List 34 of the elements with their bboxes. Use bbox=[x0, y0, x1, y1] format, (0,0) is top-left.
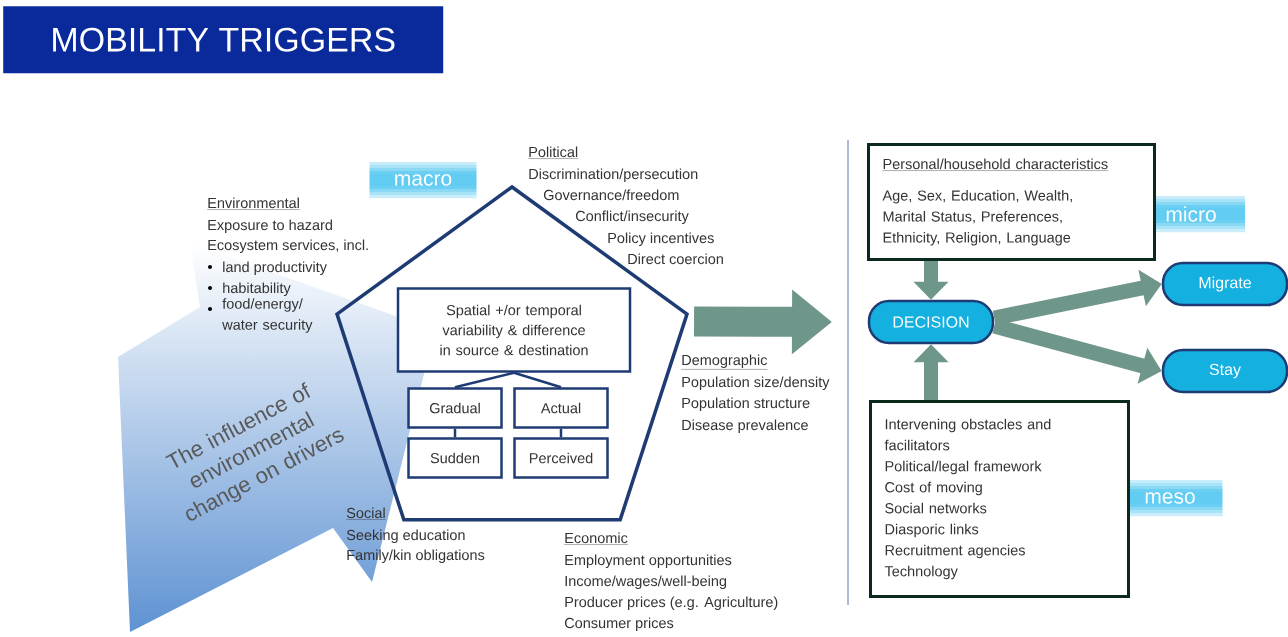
factor-box: Perceived bbox=[513, 437, 609, 479]
factor-list-box: Intervening obstacles and facilitators Political/legal framework Cost of moving Social networks Diasporic links Recruitment agencies Technology bbox=[869, 400, 1130, 598]
heading: Demographic bbox=[681, 354, 768, 370]
heading: Political bbox=[528, 146, 579, 159]
list-item: Disease prevalence bbox=[682, 419, 808, 433]
list-item: Population size/density bbox=[682, 376, 830, 390]
outcome-pill: Migrate bbox=[1161, 261, 1288, 307]
factor-box: Spatial +/or temporal variability & difference in source & destination bbox=[396, 287, 632, 373]
heading: Social bbox=[346, 507, 386, 520]
factor-box: Actual bbox=[513, 387, 609, 429]
list-item: Income/wages/well-being bbox=[565, 575, 727, 589]
list-item: Consumer prices bbox=[564, 617, 674, 631]
list-item: Producer prices (e.g. Agriculture) bbox=[565, 596, 778, 610]
level-tag: macro bbox=[369, 162, 477, 199]
list-item: Ecosystem services, incl. bbox=[208, 239, 368, 253]
bullet-item: land productivity bbox=[208, 261, 327, 275]
heading: Economic bbox=[564, 532, 629, 545]
factor-box: Sudden bbox=[407, 437, 503, 479]
outcome-pill: DECISION bbox=[867, 299, 995, 345]
heading: Environmental bbox=[207, 197, 301, 210]
list-item: Discrimination/persecution bbox=[529, 168, 698, 182]
list-item: Direct coercion bbox=[628, 253, 723, 265]
outcome-pill: Stay bbox=[1161, 348, 1288, 394]
bullet-item: habitability bbox=[208, 282, 291, 296]
list-item: Governance/freedom bbox=[543, 189, 679, 201]
list-item: Exposure to hazard bbox=[208, 219, 332, 233]
factor-box: Gradual bbox=[407, 387, 503, 429]
bullet-item: food/energy/ water security bbox=[208, 298, 313, 333]
list-item: Policy incentives bbox=[608, 232, 714, 246]
list-item: Employment opportunities bbox=[565, 554, 732, 568]
title-banner: MOBILITY TRIGGERS bbox=[3, 6, 444, 74]
list-item: Population structure bbox=[682, 397, 810, 411]
factor-list-box: Personal/household characteristics Age, Sex, Education, Wealth, Marital Status, Preferences, Ethnicity, Religion, Language bbox=[867, 143, 1156, 261]
list-item: Conflict/insecurity bbox=[575, 210, 689, 224]
